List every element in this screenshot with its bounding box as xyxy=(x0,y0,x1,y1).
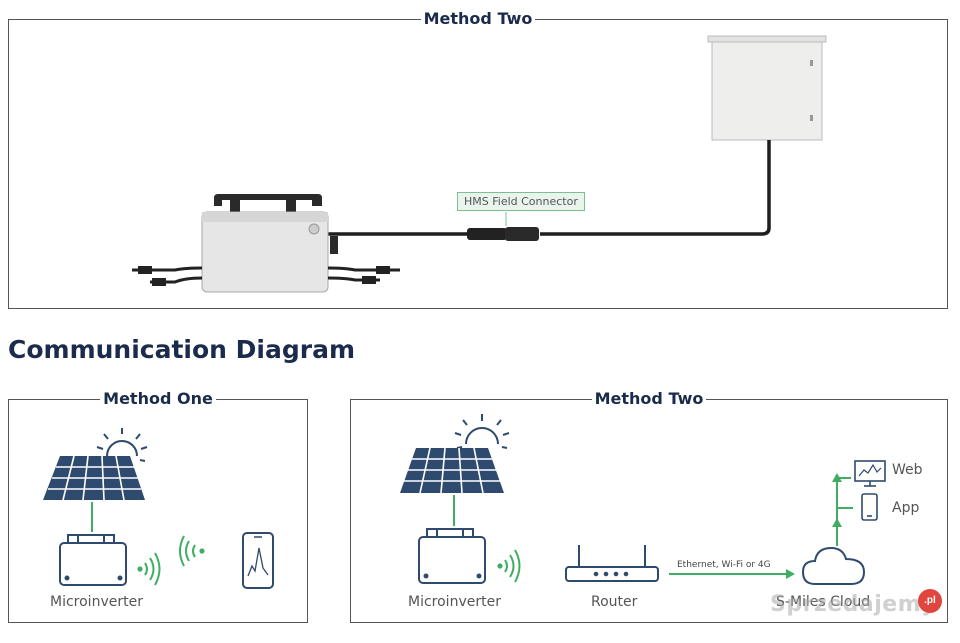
method-two-panel: Method Two xyxy=(350,389,948,623)
m1-solar-panel-icon xyxy=(43,455,145,501)
m2-app-label: App xyxy=(892,500,920,516)
hms-field-connector-label: HMS Field Connector xyxy=(457,192,585,211)
ac-cable-right xyxy=(540,140,771,236)
m1-microinverter-label: Microinverter xyxy=(50,594,143,610)
dc-cables-right xyxy=(327,266,400,284)
m2-link-label: Ethernet, Wi-Fi or 4G xyxy=(677,560,771,570)
top-method-two-panel: Method Two xyxy=(8,9,948,309)
m1-microinverter-icon xyxy=(59,534,127,586)
method-two-title: Method Two xyxy=(591,389,707,408)
m1-phone-icon xyxy=(242,532,274,589)
watermark-text: Sprzedajemy xyxy=(770,592,936,617)
method-one-panel: Method One xyxy=(8,389,308,623)
top-panel-title: Method Two xyxy=(420,9,536,28)
m1-wireless-signal-icon xyxy=(137,552,161,586)
m2-up-arrow xyxy=(832,473,853,546)
m2-cloud-icon xyxy=(801,546,866,585)
m2-microinverter-icon xyxy=(418,528,486,584)
gateway-enclosure xyxy=(707,35,827,141)
m2-link-arrow xyxy=(669,569,795,579)
m2-router-icon xyxy=(565,545,659,582)
m2-app-phone-icon xyxy=(861,493,878,521)
m1-wireless-receive-icon xyxy=(179,535,205,567)
dc-cables-left xyxy=(132,266,203,286)
watermark-badge: .pl xyxy=(918,589,942,613)
m2-sun-icon xyxy=(454,414,510,449)
m2-solar-panel-icon xyxy=(400,447,504,494)
m2-cloud-label: S-Miles Cloud xyxy=(776,594,871,610)
microinverter-unit xyxy=(201,194,338,293)
field-connector xyxy=(467,212,539,241)
method-one-title: Method One xyxy=(100,389,216,408)
m2-wireless-signal-icon xyxy=(497,549,521,583)
m2-router-label: Router xyxy=(591,594,638,610)
m2-microinverter-label: Microinverter xyxy=(408,594,501,610)
m2-web-monitor-icon xyxy=(854,460,886,487)
m2-web-label: Web xyxy=(892,462,923,478)
communication-diagram-heading: Communication Diagram xyxy=(8,335,356,364)
